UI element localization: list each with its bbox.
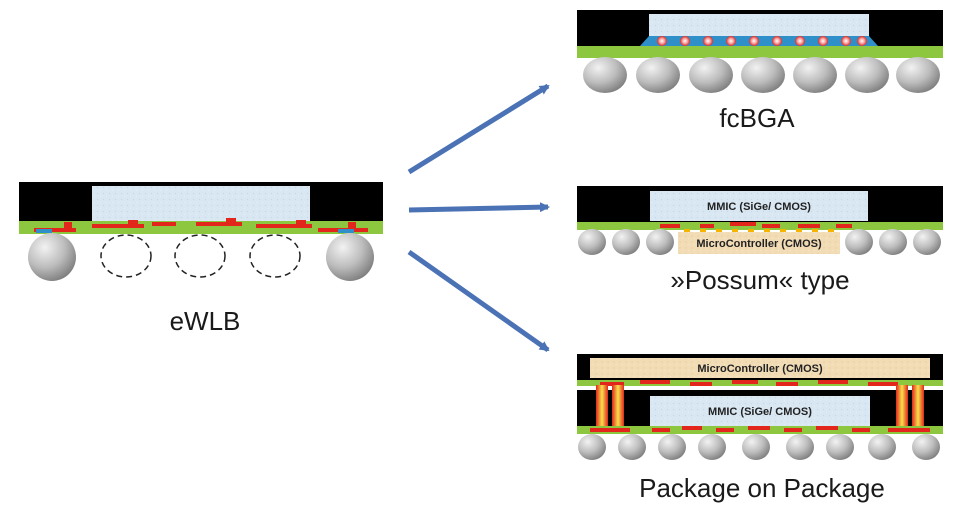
pop-bottom-die-label: MMIC (SiGe/ CMOS) [708,406,812,418]
pop-bottom-die [650,396,870,426]
possum-bottom-die-label: MicroController (CMOS) [696,238,822,250]
possum-redistribution [660,222,852,228]
pop-bottom-redistribution [590,426,930,432]
caption-pop: Package on Package [639,473,885,503]
arrow-to-fcbga [407,83,550,175]
ewlb-ball-removed [174,234,226,278]
fcbga-bumps [657,36,867,46]
caption-possum: »Possum« type [670,265,849,295]
possum-balls [578,229,941,255]
ewlb-ball-removed [100,234,152,278]
arrow-to-pop [407,249,550,353]
fcbga-balls [583,57,940,93]
pop-top-die [590,358,930,378]
pop-top-substrate [577,380,943,386]
pop-balls [578,434,940,460]
fcbga-substrate [577,46,943,58]
possum-package: MMIC (SiGe/ CMOS) MicroController (CMOS) [577,186,943,255]
ewlb-ball-removed [249,234,301,278]
ewlb-ball [326,233,374,281]
ewlb-package [19,182,383,281]
arrows [407,83,550,353]
caption-ewlb: eWLB [170,306,241,336]
ewlb-redistribution [34,218,368,233]
ewlb-die [92,186,310,222]
possum-bottom-die [678,232,840,254]
fcbga-die [649,14,869,38]
possum-top-die [650,191,868,221]
caption-fcbga: fcBGA [719,103,795,133]
pop-top-die-label: MicroController (CMOS) [697,363,823,375]
pop-through-vias [596,385,924,429]
ewlb-ball [28,233,76,281]
pop-package: MicroController (CMOS) MMIC (SiGe/ CMOS) [577,354,943,460]
possum-microbumps [684,229,834,233]
possum-top-die-label: MMIC (SiGe/ CMOS) [707,201,811,213]
arrow-to-possum [408,202,550,213]
fcbga-package [577,10,943,93]
pop-top-redistribution [600,380,898,386]
possum-substrate [577,222,943,230]
